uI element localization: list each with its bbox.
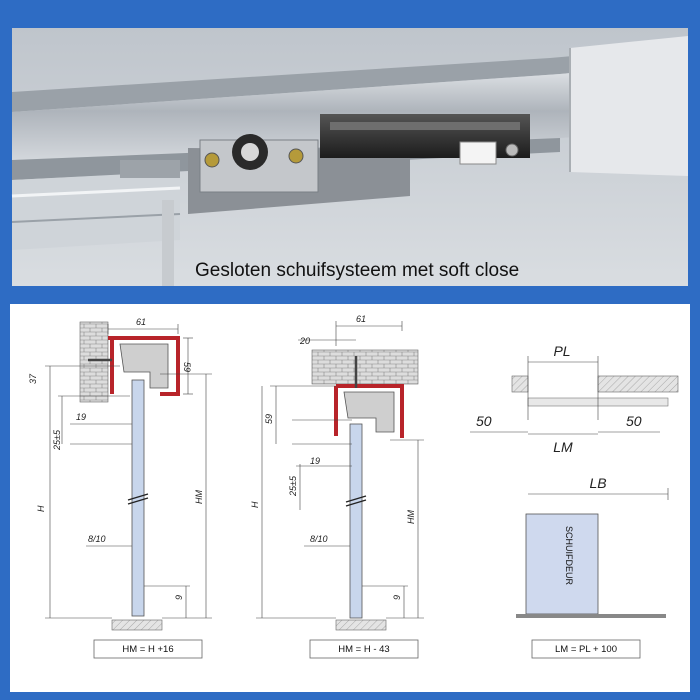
floor-block — [111, 619, 163, 631]
stopper-screw — [505, 143, 519, 157]
floor-block — [335, 619, 387, 631]
roller-carriage — [343, 391, 395, 433]
door-panel — [525, 513, 599, 615]
photo-panel: Gesloten schuifsysteem met soft close — [0, 0, 700, 297]
dim-a-h: H — [36, 505, 46, 512]
rail-groove — [11, 213, 181, 223]
end-cap — [570, 36, 688, 176]
wall-brick — [79, 321, 109, 403]
damper-ridge — [330, 122, 520, 130]
roller-carriage — [119, 343, 169, 389]
dim-b-hm: HM — [406, 510, 416, 524]
glass-door — [349, 423, 363, 619]
dim-a-tol: 25±5 — [52, 429, 62, 451]
formula-c: LM = PL + 100 — [555, 644, 617, 655]
dim-b-bottom: 9 — [392, 595, 402, 600]
mount-bracket — [120, 160, 180, 178]
dim-a-right: 59 — [182, 362, 192, 372]
formula-a: HM = H +16 — [122, 644, 173, 655]
formula-box-b — [309, 639, 419, 659]
dim-a-gap: 19 — [76, 412, 86, 422]
dimension-lines — [45, 324, 212, 619]
dim-b-glass: 8/10 — [310, 534, 328, 544]
dim-c-pl: PL — [553, 343, 570, 359]
break-mark-bottom — [127, 497, 149, 505]
dim-a-left: 37 — [28, 373, 38, 384]
break-mark-bottom — [345, 499, 367, 507]
wall-left — [511, 375, 529, 393]
dim-c-right: 50 — [626, 413, 642, 429]
dim-c-lb: LB — [589, 475, 606, 491]
rail-channel — [12, 172, 180, 250]
formula-box-a — [93, 639, 203, 659]
dim-a-top: 61 — [136, 317, 146, 327]
dim-c-left: 50 — [476, 413, 492, 429]
bolt-right — [288, 148, 304, 164]
dim-b-offset: 20 — [299, 336, 310, 346]
track-profile — [334, 384, 404, 438]
dim-b-gap: 19 — [310, 456, 320, 466]
stopper-block — [459, 141, 497, 165]
dim-b-tol: 25±5 — [288, 475, 298, 497]
break-mark-top — [127, 493, 149, 501]
wall-right — [597, 375, 679, 393]
rail-top-edge — [12, 46, 688, 112]
formula-box-c — [531, 639, 641, 659]
track-profile — [108, 336, 180, 396]
formula-b: HM = H - 43 — [338, 644, 389, 655]
dim-b-h: H — [250, 501, 260, 508]
soft-close-damper — [320, 114, 530, 158]
rail-highlight — [11, 186, 181, 198]
break-mark-top — [345, 495, 367, 503]
roller-hub — [241, 143, 259, 161]
diagram-wall-mount: 61 59 37 19 25±5 H HM 8/10 9 HM = H +16 — [28, 317, 212, 659]
dim-a-glass: 8/10 — [88, 534, 106, 544]
dim-a-bottom: 9 — [174, 595, 184, 600]
door-panel — [162, 200, 174, 286]
dim-b-top: 61 — [356, 314, 366, 324]
dimension-lines — [470, 356, 669, 500]
dimension-lines — [256, 321, 424, 619]
floor-line — [516, 614, 666, 618]
dim-a-hm: HM — [194, 490, 204, 504]
diagram-widths: PL 50 50 LM LB SCHUIFDEUR LM = PL + 100 — [470, 343, 679, 659]
drawing-panel: 61 59 37 19 25±5 H HM 8/10 9 HM = H +16 — [0, 297, 700, 700]
bolt-left — [204, 152, 220, 168]
door-label: SCHUIFDEUR — [564, 526, 574, 586]
dim-b-left: 59 — [264, 414, 274, 424]
glass-door — [131, 379, 145, 617]
ceiling-brick — [311, 349, 419, 385]
diagram-ceiling-mount: 20 61 59 19 25±5 H HM 8/10 9 HM = H - 43 — [250, 314, 424, 659]
photo-caption: Gesloten schuifsysteem met soft close — [195, 260, 519, 281]
dim-c-lm: LM — [553, 439, 573, 455]
